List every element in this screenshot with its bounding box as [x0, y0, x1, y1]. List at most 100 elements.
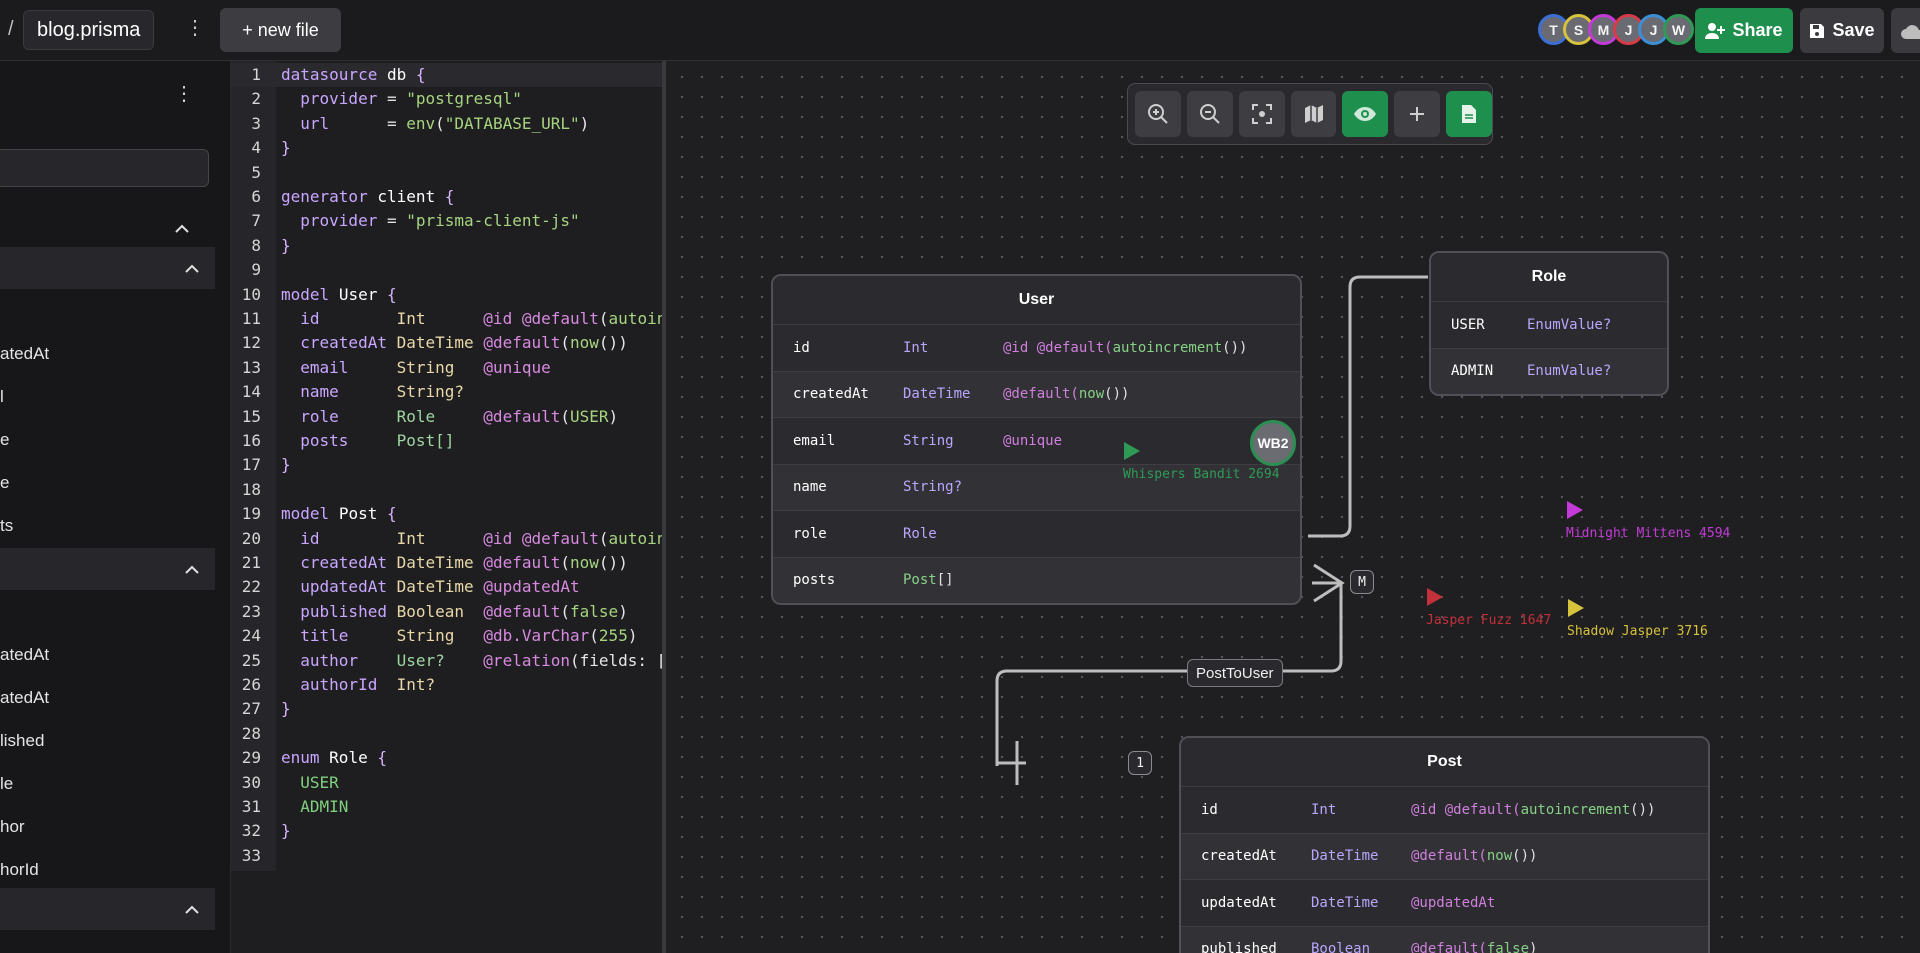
code-text: datasource db {: [281, 65, 426, 84]
sidebar-field-item[interactable]: lished: [0, 731, 45, 750]
sidebar-field-item[interactable]: ts: [0, 516, 14, 535]
code-line[interactable]: 17}: [231, 453, 662, 477]
code-text: name String?: [300, 382, 465, 402]
line-number: 19: [241, 504, 261, 524]
line-number: 14: [241, 382, 261, 402]
document-button[interactable]: [1446, 91, 1493, 137]
code-line[interactable]: 12 createdAt DateTime @default(now()): [231, 331, 662, 355]
avatar[interactable]: S: [1563, 14, 1594, 45]
sidebar-section-header[interactable]: [0, 207, 205, 249]
code-text: }: [281, 821, 291, 841]
sidebar-field-item[interactable]: l: [0, 387, 4, 406]
save-icon: [1810, 23, 1825, 38]
code-line[interactable]: 20 id Int @id @default(autoincrement()): [231, 527, 662, 551]
sidebar-field-item[interactable]: e: [0, 430, 10, 449]
sidebar-options-icon[interactable]: ⋮: [174, 83, 194, 105]
code-line[interactable]: 27}: [231, 697, 662, 721]
zoom-in-button[interactable]: [1135, 91, 1181, 137]
code-line[interactable]: 5: [231, 161, 662, 185]
code-line[interactable]: 14 name String?: [231, 380, 662, 404]
breadcrumb-separator: /: [8, 18, 14, 40]
avatar[interactable]: W: [1663, 14, 1694, 45]
add-node-button[interactable]: [1394, 91, 1441, 137]
field-attribute: @updatedAt: [1411, 894, 1496, 911]
sidebar-search-input[interactable]: [0, 149, 209, 187]
file-tab[interactable]: blog.prisma: [23, 10, 155, 50]
code-line[interactable]: 9: [231, 258, 662, 282]
new-file-button[interactable]: + new file: [220, 8, 341, 52]
code-line[interactable]: 32}: [231, 819, 662, 843]
sidebar-field-item[interactable]: hor: [0, 817, 25, 836]
code-text: }: [281, 235, 291, 255]
field-attribute: @default(false): [1411, 941, 1538, 953]
file-options-icon[interactable]: ⋮: [185, 17, 205, 39]
code-line[interactable]: 30 USER: [231, 771, 662, 795]
sidebar-model-post-header[interactable]: [0, 548, 215, 590]
sidebar-field-item[interactable]: le: [0, 774, 14, 793]
code-line[interactable]: 13 email String @unique: [231, 356, 662, 380]
fit-view-button[interactable]: [1238, 91, 1285, 137]
code-line[interactable]: 7 provider = "prisma-client-js": [231, 209, 662, 233]
code-line[interactable]: 22 updatedAt DateTime @updatedAt: [231, 575, 662, 599]
sidebar-field-item[interactable]: e: [0, 473, 10, 492]
code-line[interactable]: 26 authorId Int?: [231, 673, 662, 697]
sidebar-model-user-header[interactable]: [0, 247, 215, 289]
sidebar-field-item[interactable]: atedAt: [0, 688, 50, 707]
code-line[interactable]: 28: [231, 722, 662, 746]
sidebar-field-item[interactable]: atedAt: [0, 344, 50, 363]
code-line[interactable]: 23 published Boolean @default(false): [231, 600, 662, 624]
collaborator-badge[interactable]: WB2: [1250, 420, 1296, 466]
plus-icon: [1410, 107, 1425, 121]
code-line[interactable]: 2 provider = "postgresql": [231, 87, 662, 111]
code-line[interactable]: 24 title String @db.VarChar(255): [231, 624, 662, 648]
zoom-out-button[interactable]: [1186, 91, 1233, 137]
share-button[interactable]: Share: [1695, 8, 1793, 53]
save-button[interactable]: Save: [1800, 8, 1884, 53]
code-line[interactable]: 15 role Role @default(USER): [231, 405, 662, 429]
pane-resize-handle[interactable]: [662, 61, 666, 953]
cursor-arrow-icon: [1427, 588, 1443, 606]
post-table-title: Post: [1181, 738, 1708, 786]
one-marker: [997, 741, 1026, 785]
code-line[interactable]: 21 createdAt DateTime @default(now()): [231, 551, 662, 575]
sidebar-enum-role-header[interactable]: [0, 888, 215, 930]
relation-label[interactable]: PostToUser: [1187, 659, 1283, 687]
code-line[interactable]: 4}: [231, 136, 662, 160]
code-line[interactable]: 3 url = env("DATABASE_URL"): [231, 112, 662, 136]
code-line[interactable]: 25 author User? @relation(fields: [autho…: [231, 649, 662, 673]
code-line[interactable]: 11 id Int @id @default(autoincrement()): [231, 307, 662, 331]
minimap-button[interactable]: [1290, 91, 1337, 137]
code-line[interactable]: 31 ADMIN: [231, 795, 662, 819]
toggle-visibility-button[interactable]: [1342, 91, 1389, 137]
cloud-button[interactable]: [1891, 8, 1920, 53]
code-line[interactable]: 8}: [231, 234, 662, 258]
code-line[interactable]: 16 posts Post[]: [231, 429, 662, 453]
edge-post-user: [995, 583, 1343, 766]
code-line[interactable]: 18: [231, 478, 662, 502]
sidebar-field-item[interactable]: horId: [0, 860, 39, 879]
sidebar-field-item[interactable]: atedAt: [0, 645, 50, 664]
code-line[interactable]: 33: [231, 844, 662, 868]
